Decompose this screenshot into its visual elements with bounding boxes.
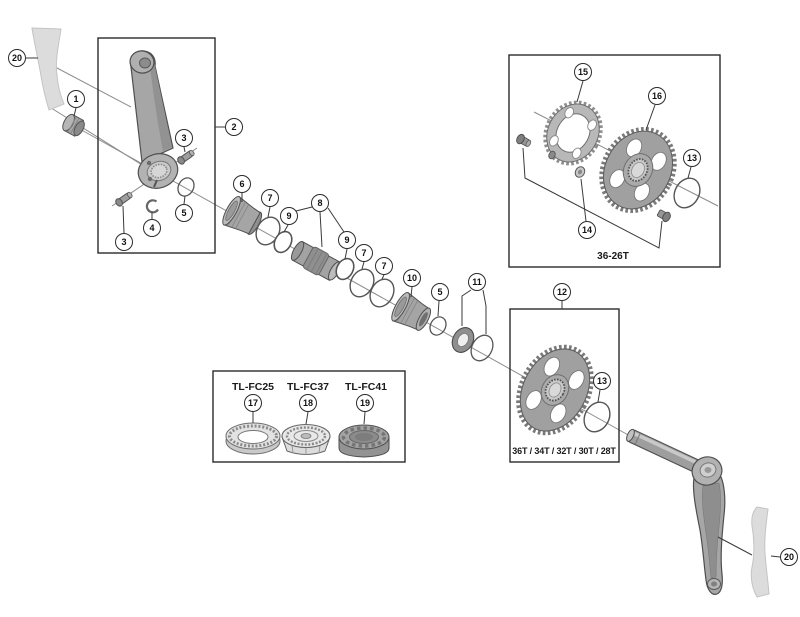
callout-19: 19 bbox=[356, 394, 374, 412]
large-chainring bbox=[599, 126, 677, 214]
callout-3-upper: 3 bbox=[175, 129, 193, 147]
callout-5-left: 5 bbox=[175, 204, 193, 222]
inner-cover-sleeve bbox=[290, 241, 341, 281]
callout-6: 6 bbox=[233, 175, 251, 193]
callout-1: 1 bbox=[67, 90, 85, 108]
callout-5-right: 5 bbox=[431, 283, 449, 301]
spacer-right bbox=[335, 257, 355, 281]
crank-spindle bbox=[626, 428, 702, 473]
callout-20-left: 20 bbox=[8, 49, 26, 67]
callout-11: 11 bbox=[468, 273, 486, 291]
o-ring-5-left bbox=[177, 177, 195, 197]
callout-8: 8 bbox=[311, 194, 329, 212]
callout-13-lower: 13 bbox=[593, 372, 611, 390]
callout-3-lower: 3 bbox=[115, 233, 133, 251]
callout-15: 15 bbox=[574, 63, 592, 81]
double-chainring-size-label: 36-26T bbox=[597, 251, 629, 262]
tool-tl-fc25 bbox=[225, 422, 281, 455]
callout-18: 18 bbox=[299, 394, 317, 412]
callout-20-right: 20 bbox=[780, 548, 798, 566]
callout-16: 16 bbox=[648, 87, 666, 105]
spacer-left bbox=[273, 230, 293, 254]
chainring-fixing-nut bbox=[574, 166, 586, 178]
chainring-o-ring-lower bbox=[583, 401, 611, 433]
tools-box bbox=[212, 370, 406, 463]
callout-17: 17 bbox=[244, 394, 262, 412]
left-crank-arm-box bbox=[97, 37, 216, 254]
stopper-washer bbox=[451, 327, 475, 353]
stopper-ring bbox=[470, 334, 494, 362]
tool-label-tl-fc25: TL-FC25 bbox=[232, 381, 274, 393]
callout-9-left: 9 bbox=[280, 207, 298, 225]
callout-7-second: 7 bbox=[355, 244, 373, 262]
chainring-bolt-hole bbox=[548, 150, 556, 160]
crank-cap bbox=[62, 113, 85, 137]
callout-12: 12 bbox=[553, 283, 571, 301]
leader-lines bbox=[26, 57, 781, 558]
safety-clip bbox=[145, 199, 159, 214]
callout-7-first: 7 bbox=[261, 189, 279, 207]
tool-label-tl-fc37: TL-FC37 bbox=[287, 381, 329, 393]
single-chainring bbox=[516, 344, 594, 436]
callout-2: 2 bbox=[225, 118, 243, 136]
bb-cup-right bbox=[391, 291, 432, 331]
double-chainring-box bbox=[508, 54, 721, 268]
callout-4: 4 bbox=[143, 219, 161, 237]
chainring-o-ring-upper bbox=[673, 177, 701, 209]
o-ring-5-right bbox=[429, 316, 447, 336]
small-chainring bbox=[543, 100, 603, 166]
callout-14: 14 bbox=[578, 221, 596, 239]
tool-tl-fc37 bbox=[281, 424, 331, 455]
left-crank-arm bbox=[129, 50, 179, 189]
single-chainring-box bbox=[509, 308, 620, 463]
seal-ring-3 bbox=[369, 278, 395, 308]
chainring-fixing-bolt-left bbox=[516, 133, 532, 147]
single-chainring-size-label: 36T / 34T / 32T / 30T / 28T bbox=[512, 446, 616, 456]
callout-10: 10 bbox=[403, 269, 421, 287]
pinch-bolt-upper bbox=[177, 149, 195, 165]
protector-sticker-left bbox=[31, 27, 65, 111]
bb-cup-left bbox=[222, 195, 263, 235]
pinch-bolt-lower bbox=[115, 191, 133, 207]
protector-sticker-right bbox=[750, 506, 770, 598]
callout-13-upper: 13 bbox=[683, 149, 701, 167]
right-crank-arm bbox=[691, 456, 726, 595]
callout-7-third: 7 bbox=[375, 257, 393, 275]
tool-label-tl-fc41: TL-FC41 bbox=[345, 381, 387, 393]
chainring-fixing-bolt-right bbox=[657, 209, 671, 223]
callout-9-right: 9 bbox=[338, 231, 356, 249]
tool-tl-fc41 bbox=[338, 424, 390, 458]
